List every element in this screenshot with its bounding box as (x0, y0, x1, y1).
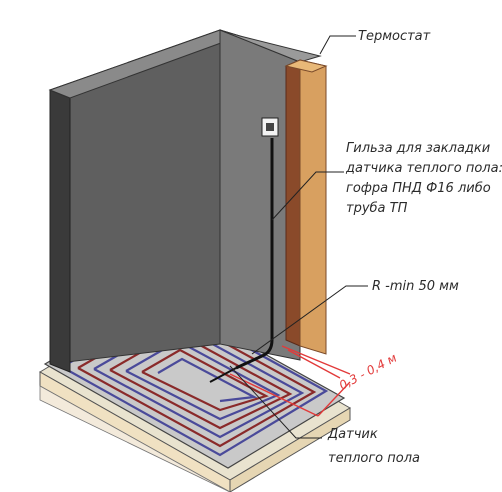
leader-lines (229, 35, 368, 439)
sleeve-label-line-3: гофра ПНД Ф16 либо (346, 181, 491, 196)
thermostat-icon (261, 117, 279, 137)
distance-dimension (229, 345, 351, 417)
sleeve-label-line-2: датчика теплого пола: (345, 161, 502, 176)
sensor-label-line-2: теплого пола (328, 451, 420, 466)
sleeve-label-line-1: Гильза для закладки (346, 141, 490, 156)
bend-radius-label: R -min 50 мм (372, 279, 459, 294)
sensor-label: Датчик теплого пола (327, 427, 420, 466)
sensor-sleeve (209, 138, 274, 383)
sleeve-label: Гильза для закладки датчика теплого пола… (345, 141, 502, 216)
thermostat-label: Термостат (358, 29, 431, 44)
walls (48, 29, 322, 373)
sleeve-label-line-4: труба ТП (346, 201, 408, 216)
sensor-label-line-1: Датчик (327, 427, 378, 442)
wood-board (284, 59, 328, 355)
